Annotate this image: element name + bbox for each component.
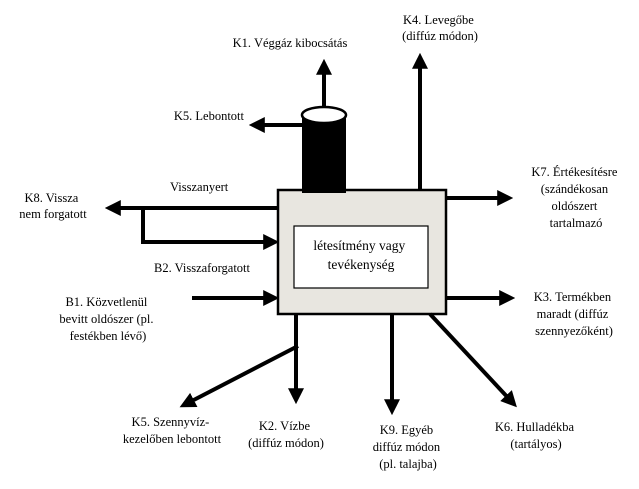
label-k1: K1. Véggáz kibocsátás — [233, 36, 348, 50]
facility-label: létesítmény vagy tevékenység — [313, 238, 408, 272]
label-k5-bottom: K5. Szennyvíz- kezelőben lebontott — [123, 415, 222, 446]
facility-label-line-2: tevékenység — [328, 257, 395, 272]
label-b1: B1. Közvetlenül bevitt oldószer (pl. fes… — [59, 295, 156, 343]
facility-label-box — [293, 225, 429, 289]
label-k4: K4. Levegőbe (diffúz módon) — [402, 13, 478, 43]
label-visszanyert: Visszanyert — [170, 180, 229, 194]
arrow-k5-bottom — [179, 344, 299, 408]
label-k3: K3. Termékben maradt (diffúz szennyezőké… — [534, 290, 614, 338]
label-k9: K9. Egyéb diffúz módon (pl. talajba) — [373, 423, 444, 471]
arrow-b2 — [141, 208, 280, 250]
label-k8: K8. Vissza nem forgatott — [19, 191, 87, 221]
label-k5-top: K5. Lebontott — [174, 109, 245, 123]
label-k7: K7. Értékesítésre (szándékosan oldószert… — [531, 165, 620, 230]
label-k6: K6. Hulladékba (tartályos) — [495, 420, 577, 451]
chimney-icon — [300, 105, 348, 193]
label-b2: B2. Visszaforgatott — [154, 261, 251, 275]
arrow-k6 — [428, 312, 517, 408]
label-k2: K2. Vízbe (diffúz módon) — [248, 419, 324, 450]
facility-label-line-1: létesítmény vagy — [313, 238, 405, 253]
